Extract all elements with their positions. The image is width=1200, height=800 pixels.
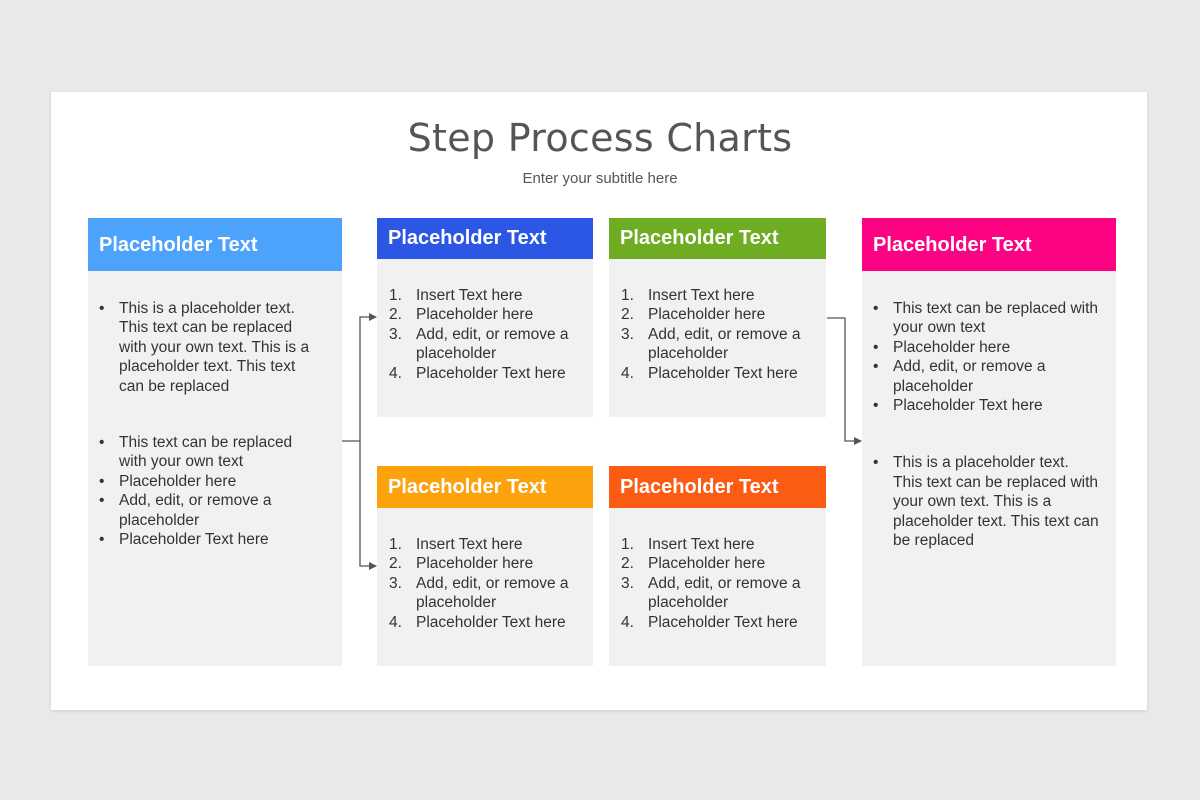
card-top-green-body: 1. Insert Text here 2. Placeholder here 3. Ad… <box>609 259 826 383</box>
slide-subtitle: Enter your subtitle here <box>522 170 678 187</box>
card-left-body: This is a placeholder text. This text ca… <box>88 271 342 550</box>
item-text: Insert Text here <box>416 536 523 553</box>
item-number: 1. <box>621 287 634 304</box>
card-top-blue-list: 1. Insert Text here 2. Placeholder here 3. Ad… <box>377 286 583 383</box>
bullet-item: This is a placeholder text. This text ca… <box>862 453 1100 550</box>
card-left: Placeholder Text This is a placeholder t… <box>88 218 342 666</box>
numbered-item: 2. Placeholder here <box>609 554 816 573</box>
item-number: 4. <box>621 613 634 631</box>
card-left-header: Placeholder Text <box>88 218 342 271</box>
numbered-item: 4. Placeholder Text here <box>609 613 816 632</box>
card-top-blue-body: 1. Insert Text here 2. Placeholder here 3. Ad… <box>377 259 593 383</box>
item-number: 1. <box>389 536 402 553</box>
bullet-item: Placeholder Text here <box>88 530 324 550</box>
item-text: Insert Text here <box>648 287 755 304</box>
bullet-item: This text can be replaced with your own … <box>88 433 324 472</box>
bullet-item: This is a placeholder text. This text ca… <box>88 299 324 396</box>
item-text: Placeholder Text here <box>416 364 566 382</box>
card-bottom-orange-body: 1. Insert Text here 2. Placeholder here 3. Ad… <box>377 508 593 632</box>
card-bottom-orange-heading: Placeholder Text <box>388 475 547 498</box>
numbered-item: 4. Placeholder Text here <box>609 364 816 383</box>
numbered-item: 2. Placeholder here <box>377 305 583 324</box>
card-left-heading: Placeholder Text <box>99 234 258 256</box>
card-top-blue: Placeholder Text 1. Insert Text here 2. Pla… <box>377 218 593 417</box>
item-number: 3. <box>389 325 402 343</box>
card-right-heading: Placeholder Text <box>873 234 1032 256</box>
card-left-list-2: This text can be replaced with your own … <box>88 433 324 550</box>
item-number: 2. <box>389 555 402 573</box>
card-bottom-orange-list: 1. Insert Text here 2. Placeholder here 3. Ad… <box>377 535 583 632</box>
slide-title: Step Process Charts <box>407 116 793 160</box>
bullet-item: Placeholder here <box>88 472 324 492</box>
item-text: Add, edit, or remove a placeholder <box>416 574 569 612</box>
card-right-list-2: This is a placeholder text. This text ca… <box>862 453 1100 550</box>
item-text: Placeholder here <box>416 306 534 324</box>
bullet-item: This text can be replaced with your own … <box>862 299 1100 338</box>
bullet-item: Add, edit, or remove a placeholder <box>88 491 324 530</box>
item-text: Placeholder Text here <box>648 613 798 631</box>
item-number: 4. <box>389 364 402 382</box>
item-number: 4. <box>389 613 402 631</box>
card-bottom-red-body: 1. Insert Text here 2. Placeholder here 3. Ad… <box>609 508 826 632</box>
numbered-item: 1. Insert Text here <box>377 535 583 554</box>
arrow-to-orange-card <box>359 441 377 570</box>
item-text: Add, edit, or remove a placeholder <box>648 574 801 612</box>
item-number: 4. <box>621 364 634 382</box>
item-number: 3. <box>621 574 634 592</box>
numbered-item: 3. Add, edit, or remove a placeholder <box>609 325 816 364</box>
card-top-green-list: 1. Insert Text here 2. Placeholder here 3. Ad… <box>609 286 816 383</box>
card-right: Placeholder Text This text can be replac… <box>862 218 1116 666</box>
item-text: Add, edit, or remove a placeholder <box>416 325 569 363</box>
numbered-item: 1. Insert Text here <box>609 286 816 305</box>
card-top-green: Placeholder Text 1. Insert Text here 2. Pla… <box>609 218 826 417</box>
item-text: Placeholder here <box>648 555 766 573</box>
numbered-item: 1. Insert Text here <box>609 535 816 554</box>
item-text: Placeholder here <box>416 555 534 573</box>
item-number: 3. <box>389 574 402 592</box>
item-number: 2. <box>389 306 402 324</box>
card-bottom-orange-header: Placeholder Text <box>377 466 593 508</box>
item-text: Placeholder Text here <box>648 364 798 382</box>
card-bottom-red: Placeholder Text 1. Insert Text here 2. Pla… <box>609 466 826 666</box>
numbered-item: 1. Insert Text here <box>377 286 583 305</box>
card-bottom-red-list: 1. Insert Text here 2. Placeholder here 3. Ad… <box>609 535 816 632</box>
card-bottom-red-heading: Placeholder Text <box>620 475 779 498</box>
bullet-item: Add, edit, or remove a placeholder <box>862 357 1100 396</box>
numbered-item: 3. Add, edit, or remove a placeholder <box>377 325 583 364</box>
item-number: 2. <box>621 555 634 573</box>
bullet-item: Placeholder here <box>862 338 1100 358</box>
card-top-blue-header: Placeholder Text <box>377 218 593 259</box>
numbered-item: 3. Add, edit, or remove a placeholder <box>377 574 583 613</box>
bullet-item: Placeholder Text here <box>862 396 1100 416</box>
item-text: Placeholder Text here <box>416 613 566 631</box>
card-right-list-1: This text can be replaced with your own … <box>862 299 1100 416</box>
numbered-item: 2. Placeholder here <box>609 305 816 324</box>
item-text: Insert Text here <box>648 536 755 553</box>
item-text: Add, edit, or remove a placeholder <box>648 325 801 363</box>
numbered-item: 4. Placeholder Text here <box>377 364 583 383</box>
arrow-to-blue-card <box>359 313 377 441</box>
card-top-blue-heading: Placeholder Text <box>388 227 547 249</box>
numbered-item: 4. Placeholder Text here <box>377 613 583 632</box>
item-number: 3. <box>621 325 634 343</box>
item-number: 2. <box>621 306 634 324</box>
card-left-list-1: This is a placeholder text. This text ca… <box>88 299 324 396</box>
card-bottom-red-header: Placeholder Text <box>609 466 826 508</box>
item-text: Insert Text here <box>416 287 523 304</box>
item-number: 1. <box>389 287 402 304</box>
arrow-to-right-card <box>827 317 862 445</box>
item-number: 1. <box>621 536 634 553</box>
item-text: Placeholder here <box>648 306 766 324</box>
numbered-item: 2. Placeholder here <box>377 554 583 573</box>
card-bottom-orange: Placeholder Text 1. Insert Text here 2. Pla… <box>377 466 593 666</box>
card-right-body: This text can be replaced with your own … <box>862 271 1116 550</box>
numbered-item: 3. Add, edit, or remove a placeholder <box>609 574 816 613</box>
card-right-header: Placeholder Text <box>862 218 1116 271</box>
card-top-green-heading: Placeholder Text <box>620 227 779 249</box>
card-top-green-header: Placeholder Text <box>609 218 826 259</box>
